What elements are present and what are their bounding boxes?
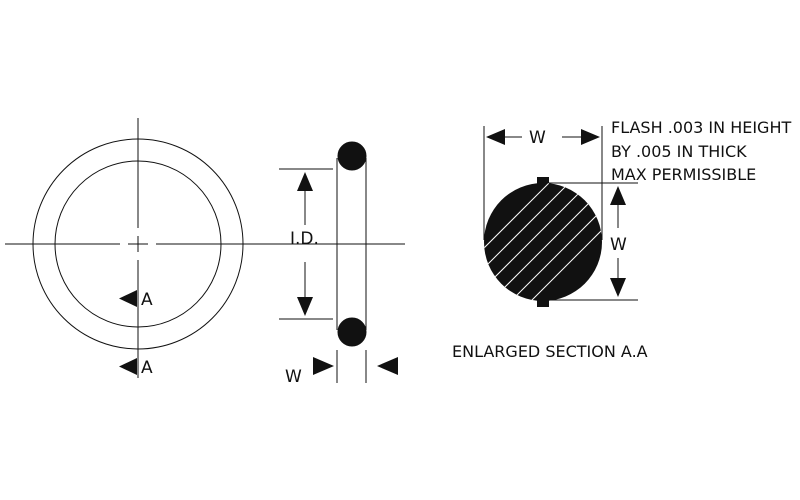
section-markers xyxy=(119,290,137,375)
side-width-dimension xyxy=(313,350,398,383)
id-label: I.D. xyxy=(290,229,319,249)
side-width-label: W xyxy=(285,367,302,387)
front-view xyxy=(5,118,405,378)
id-arrow-down-icon xyxy=(297,297,313,316)
section-width-label-top: W xyxy=(529,128,546,148)
flash-note-line-1: FLASH .003 IN HEIGHT xyxy=(611,118,791,137)
side-w-arrow-left-icon xyxy=(377,357,398,375)
id-arrow-up-icon xyxy=(297,172,313,191)
section-caption: ENLARGED SECTION A.A xyxy=(452,342,648,361)
section-cross-circle xyxy=(484,183,602,301)
flash-bottom xyxy=(537,300,549,307)
side-w-arrow-right-icon xyxy=(313,357,334,375)
flash-top xyxy=(537,177,549,184)
section-width-label-right: W xyxy=(610,235,627,255)
section-h-arrow-up-icon xyxy=(610,186,626,205)
section-mark-bottom: A xyxy=(141,358,153,378)
side-top-section xyxy=(337,141,367,171)
side-bottom-section xyxy=(337,317,367,347)
section-w-arrow-left-icon xyxy=(486,129,505,145)
section-mark-top: A xyxy=(141,290,153,310)
enlarged-section xyxy=(484,177,602,307)
flash-note-line-2: BY .005 IN THICK xyxy=(611,142,747,161)
side-view xyxy=(336,141,367,347)
id-dimension xyxy=(279,168,333,320)
section-arrow-bottom-icon xyxy=(119,358,137,375)
flash-note-line-3: MAX PERMISSIBLE xyxy=(611,165,756,184)
section-w-arrow-right-icon xyxy=(581,129,600,145)
section-height-dimension xyxy=(549,182,638,301)
section-h-arrow-down-icon xyxy=(610,278,626,297)
section-arrow-top-icon xyxy=(119,290,137,307)
